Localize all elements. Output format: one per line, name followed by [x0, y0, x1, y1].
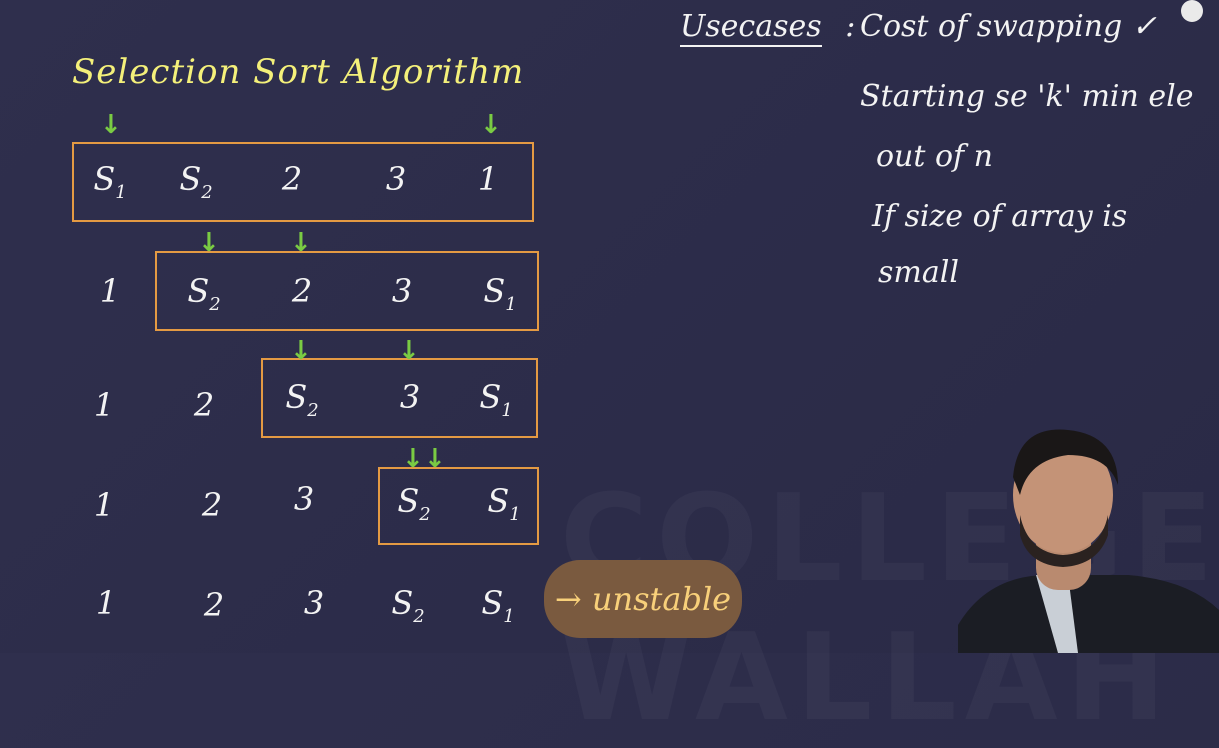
array-cell: 3 [391, 272, 413, 310]
array-cell: S1 [487, 482, 521, 525]
array-cell: S2 [391, 584, 425, 627]
array-cell: 2 [281, 160, 303, 198]
usecase-line: Cost of swapping ✓ [860, 9, 1157, 44]
down-arrow-icon: ↓ [290, 336, 312, 366]
usecases-heading-text: Usecases [680, 9, 822, 47]
array-cell: 3 [303, 584, 325, 622]
array-cell: 2 [291, 272, 313, 310]
array-cell: S2 [397, 482, 431, 525]
array-cell: S1 [483, 272, 517, 315]
array-cell: 3 [293, 480, 315, 518]
array-cell: 2 [201, 486, 223, 524]
usecases-heading: Usecases : [680, 9, 856, 47]
down-arrow-icon: ↓ [480, 110, 502, 140]
subarray-box-4 [378, 467, 539, 545]
array-cell: 2 [193, 386, 215, 424]
down-arrow-icon: ↓ [100, 110, 122, 140]
array-cell: 1 [93, 386, 115, 424]
page-title: Selection Sort Algorithm [72, 52, 525, 92]
usecase-line: If size of array is [872, 199, 1128, 234]
usecase-line: out of n [876, 139, 993, 174]
array-cell: S1 [481, 584, 515, 627]
array-cell: 2 [203, 586, 225, 624]
array-cell: 3 [385, 160, 407, 198]
array-cell: S1 [93, 160, 127, 203]
down-arrow-icon: ↓ [290, 228, 312, 258]
down-arrow-icon: ↓ [198, 228, 220, 258]
usecases-colon: : [845, 9, 856, 44]
subarray-box-1 [72, 142, 534, 222]
presenter-image [958, 429, 1219, 653]
array-cell: S2 [285, 378, 319, 421]
down-arrow-icon: ↓ [398, 336, 420, 366]
usecase-line: small [878, 255, 959, 290]
array-cell: 1 [93, 486, 115, 524]
array-cell: S2 [179, 160, 213, 203]
subarray-box-2 [155, 251, 539, 331]
array-cell: 3 [399, 378, 421, 416]
array-cell: 1 [99, 272, 121, 310]
array-cell: S2 [187, 272, 221, 315]
subarray-box-3 [261, 358, 538, 438]
usecase-line: Starting se 'k' min ele [860, 79, 1194, 114]
unstable-label: → unstable [544, 560, 742, 638]
channel-badge-icon [1181, 0, 1203, 22]
array-cell: 1 [95, 584, 117, 622]
down-arrow-icon: ↓ [402, 444, 424, 474]
array-cell: 1 [477, 160, 499, 198]
array-cell: S1 [479, 378, 513, 421]
down-arrow-icon: ↓ [424, 444, 446, 474]
